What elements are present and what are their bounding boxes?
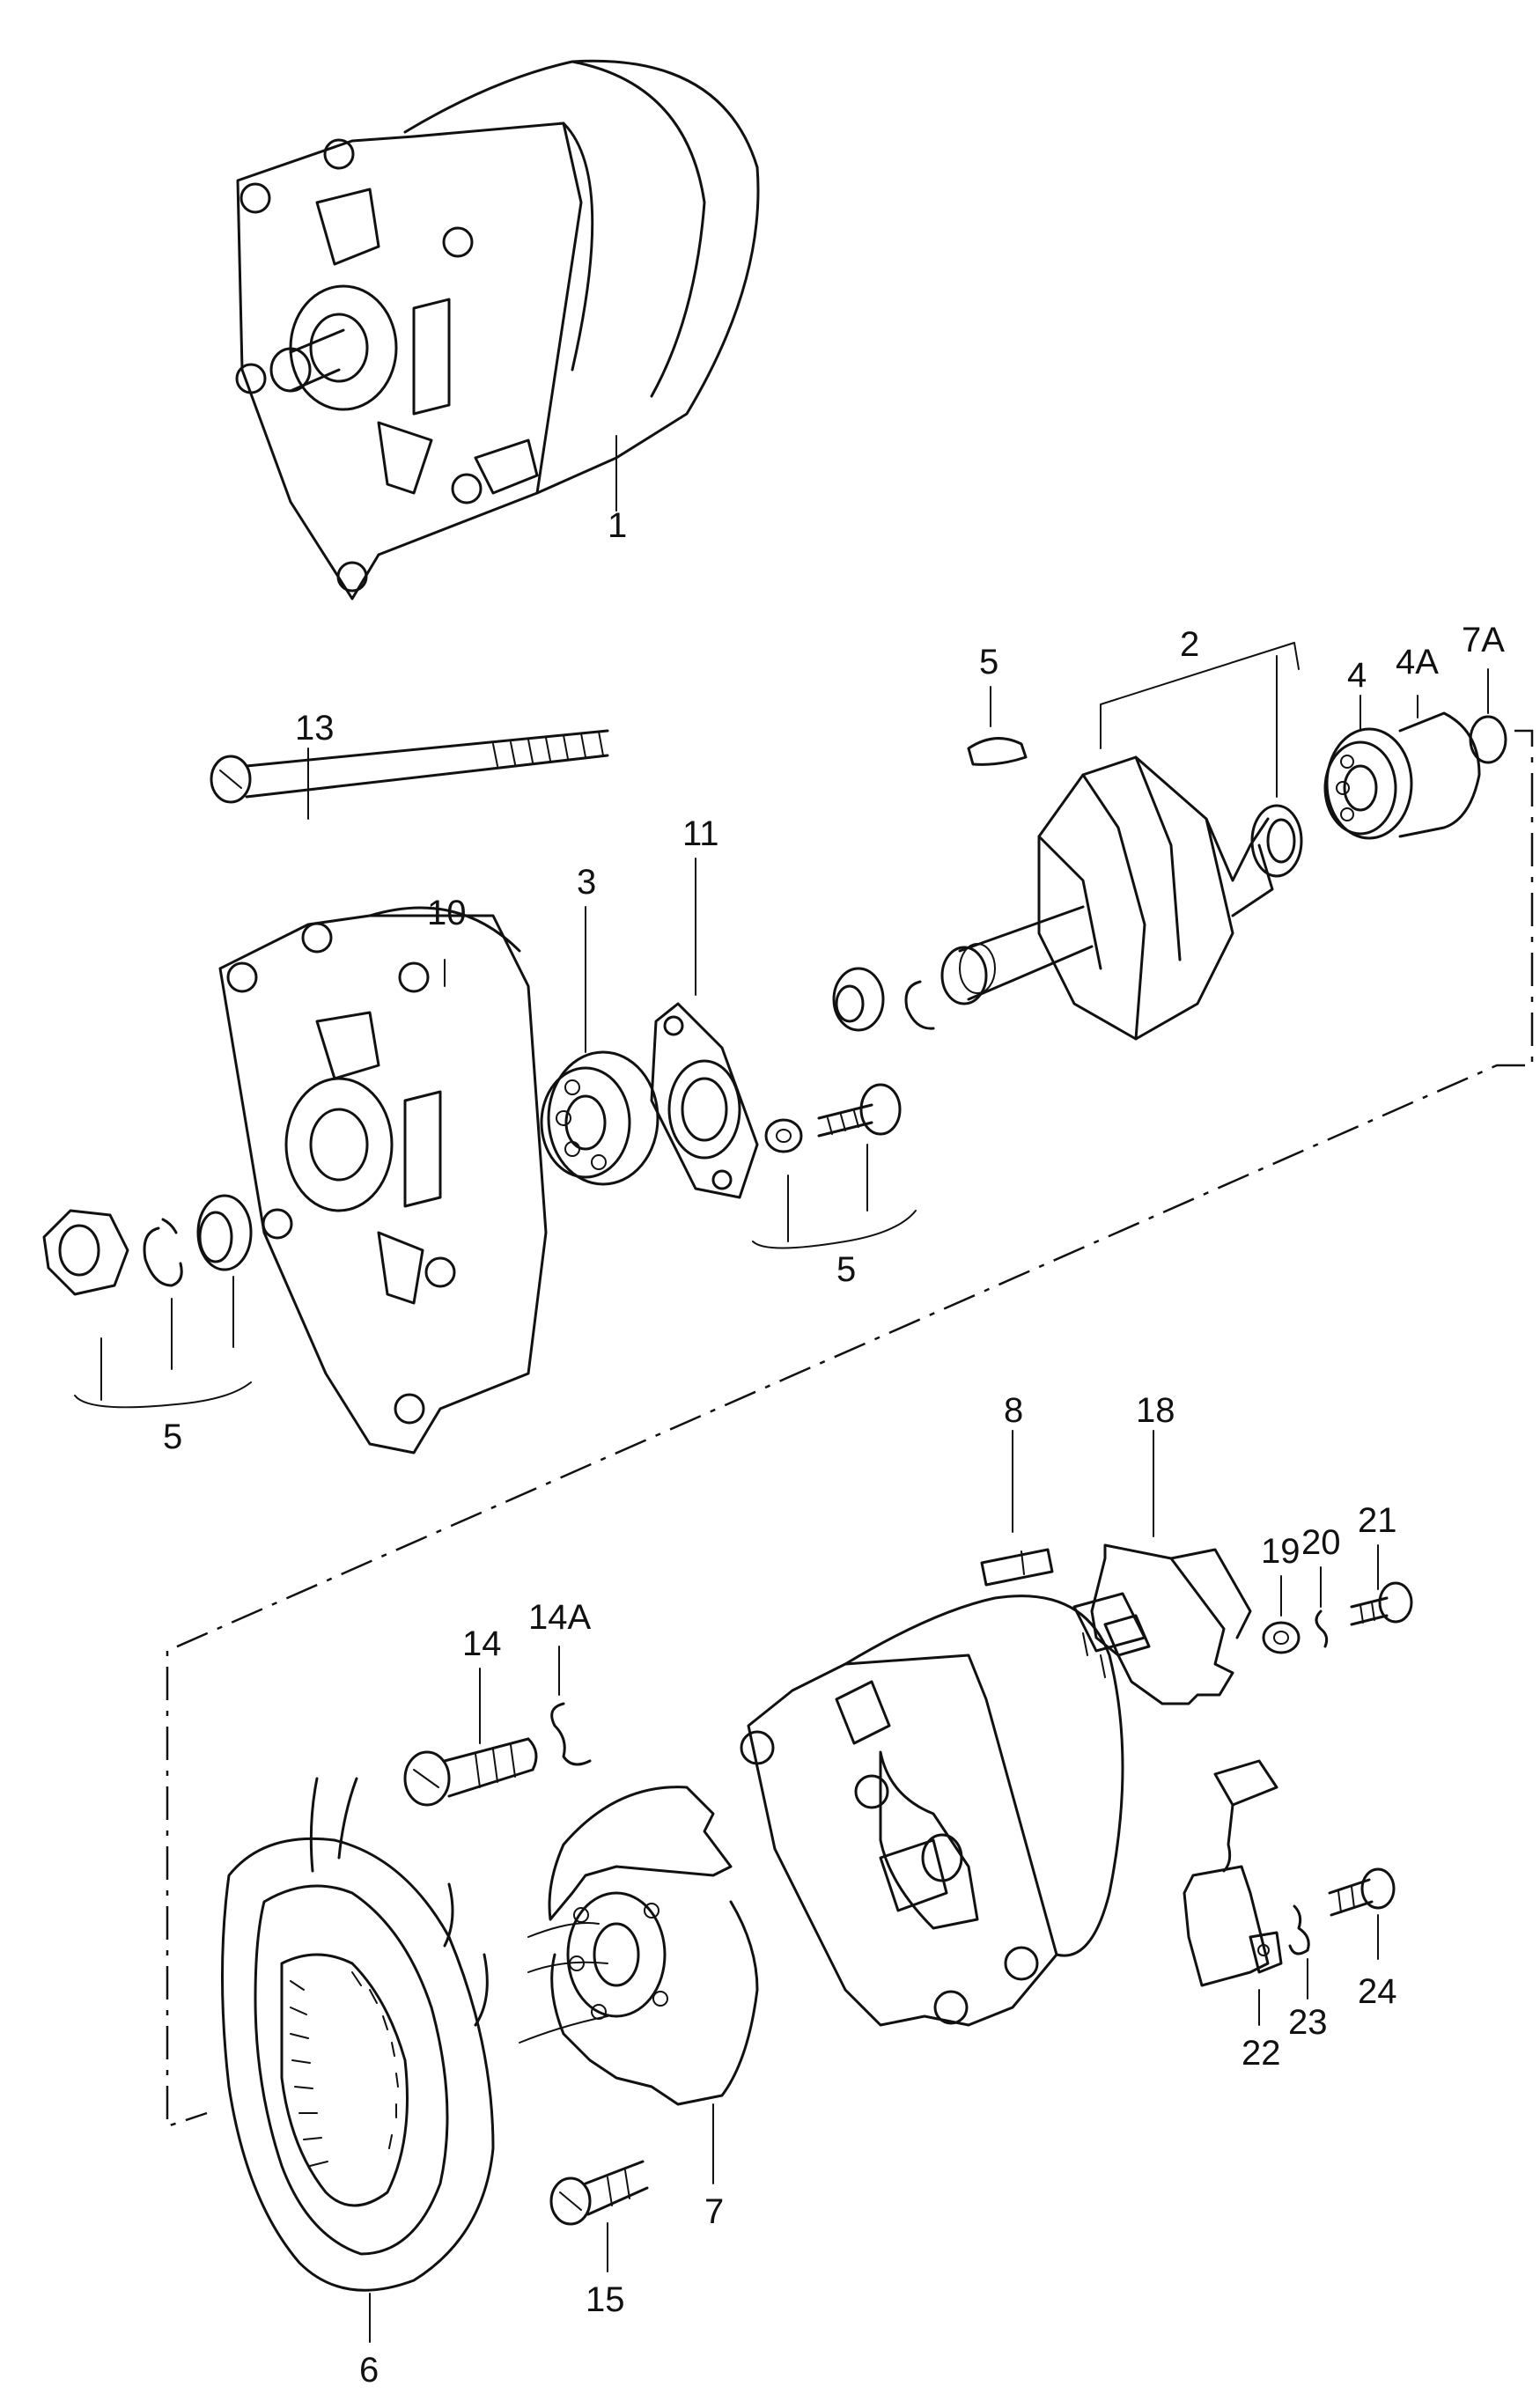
stator: 6 [221,1777,495,2390]
nut-washer-spacer: 5 [42,1194,253,1456]
through-bolt: 13 [210,709,609,820]
holder-fasteners: 19 20 21 [1261,1501,1413,1654]
callout-18: 18 [1136,1391,1175,1430]
alternator-assembly: 1 [235,59,760,600]
callout-21: 21 [1358,1501,1397,1540]
callout-11: 11 [682,814,719,853]
voltage-regulator: 22 [1183,1759,1283,2073]
callout-1: 1 [608,506,627,545]
rectifier-plate: 7 [519,1786,759,2231]
callout-14: 14 [462,1624,502,1663]
callout-2: 2 [1180,625,1199,664]
callout-19: 19 [1261,1532,1301,1571]
callout-5-screw: 5 [836,1250,856,1289]
callout-3: 3 [577,863,596,902]
callout-4: 4 [1347,656,1367,695]
slip-ring-end-housing [740,1595,1124,2027]
callout-5-key: 5 [979,643,998,681]
carbon-brush: 8 [980,1391,1054,1587]
drive-end-housing: 10 [218,894,548,1455]
slip-ring-bearing: 4 4A 7A [1323,621,1507,840]
assembly-axis-line [166,729,1534,2128]
callout-6: 6 [359,2351,379,2390]
bearing-cover-plate: 11 [650,814,759,1199]
callout-4a: 4A [1396,643,1439,681]
rotor: 2 [832,625,1303,1041]
bolt-14: 14 14A [403,1598,592,1807]
bearing-3: 3 [540,863,659,1186]
screw-washer-set: 5 [752,1083,917,1289]
callout-7: 7 [704,2192,724,2231]
callout-22: 22 [1242,2034,1281,2073]
callout-10: 10 [427,894,467,932]
brush-holder: 18 [1072,1391,1252,1705]
callout-24: 24 [1358,1972,1397,2011]
regulator-fasteners: 23 24 [1288,1867,1397,2042]
callout-14a: 14A [528,1598,591,1637]
screw-15: 15 [549,2160,649,2319]
callout-23: 23 [1288,2003,1328,2042]
callout-8: 8 [1004,1391,1023,1430]
callout-5-nut: 5 [163,1418,182,1456]
callout-15: 15 [586,2280,625,2319]
woodruff-key: 5 [967,643,1028,766]
callout-7a: 7A [1462,621,1505,659]
callout-13: 13 [295,709,335,748]
callout-20: 20 [1301,1523,1341,1562]
